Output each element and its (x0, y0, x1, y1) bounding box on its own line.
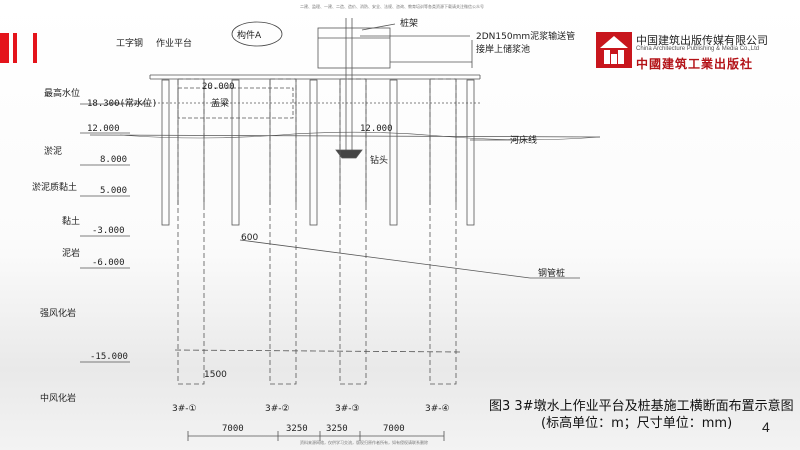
publisher-emblem-icon (596, 32, 632, 68)
publisher-name-en: China Architecture Publishing & Media Co… (636, 46, 760, 52)
steel-pipe-pile (466, 79, 475, 226)
pile-frame (317, 27, 391, 69)
pile-id: 3#-④ (425, 404, 450, 414)
label-i-beam: 工字钢 (116, 37, 143, 49)
riverbed-line (89, 134, 601, 138)
dimension-value: 3250 (286, 424, 308, 434)
elevation-value: 20.000 (202, 82, 235, 92)
pile-2 (269, 78, 297, 385)
accent-bar (13, 33, 17, 63)
label-component-a: 构件A (237, 29, 262, 41)
dimension-value: 7000 (222, 424, 244, 434)
steel-pipe-pile (231, 79, 240, 226)
steel-pipe-pile (161, 79, 170, 226)
pile-4 (429, 78, 457, 385)
pile-id: 3#-② (265, 404, 290, 414)
label-pile-frame: 桩架 (400, 17, 418, 29)
elevation-value: -15.000 (90, 352, 128, 362)
steel-pipe-pile (309, 79, 318, 226)
label-mud-pipe: 2DN150mm泥浆输送管 (476, 30, 575, 42)
label-riverbed: 河床线 (510, 134, 537, 146)
elevation-value: -6.000 (92, 258, 125, 268)
pile-1 (177, 78, 205, 385)
publisher-name-cn: 中国建筑出版传媒有限公司 (636, 34, 768, 47)
dimension-value: 7000 (383, 424, 405, 434)
pile-id: 3#-③ (335, 404, 360, 414)
publisher-logo: 中国建筑出版传媒有限公司 China Architecture Publishi… (596, 28, 796, 72)
label-top-beam: 盖梁 (211, 97, 229, 109)
label-platform: 作业平台 (156, 37, 192, 49)
pile-3 (339, 78, 367, 385)
label-dim-1500: 1500 (204, 370, 227, 380)
steel-pipe-pile (389, 79, 398, 226)
stratum-name: 淤泥质黏土 (32, 181, 77, 193)
stratum-name: 中风化岩 (40, 392, 76, 404)
figure-caption-units: (标高单位：m；尺寸单位：mm) (541, 416, 733, 431)
header-note: 二建、监理、一建、二造、造价、消防、安全、法规、咨询、教育培训等各类资源下载请关… (300, 4, 484, 9)
elevation-value: 18.300(常水位) (87, 97, 157, 109)
accent-bar (0, 33, 9, 63)
label-steel-pipe-pile: 钢管桩 (538, 267, 565, 279)
accent-bar (33, 33, 37, 63)
component-a-callout (231, 21, 283, 47)
elevation-value: 5.000 (100, 186, 127, 196)
stratum-name: 泥岩 (62, 247, 80, 259)
label-drill-bit: 钻头 (370, 154, 388, 166)
stratum-name: 最高水位 (44, 87, 80, 99)
dimension-value: 3250 (326, 424, 348, 434)
footer-note: 资料来源网络，仅供学习交流，版权归原作者所有，如有侵权请联系删除 (300, 440, 428, 445)
elevation-value: 12.000 (360, 124, 393, 134)
stratum-name: 强风化岩 (40, 307, 76, 319)
elevation-value: 12.000 (87, 124, 120, 134)
stratum-name: 淤泥 (44, 145, 62, 157)
publisher-calligraphy: 中國建筑工業出版社 (636, 57, 754, 71)
label-mud-pool: 接岸上储浆池 (476, 43, 530, 55)
elevation-value: 8.000 (100, 155, 127, 165)
top-beam-outline (177, 87, 294, 119)
page-number: 4 (762, 419, 770, 435)
pile-id: 3#-① (172, 404, 197, 414)
label-dim-600: 600 (241, 233, 258, 243)
stratum-name: 黏土 (62, 215, 80, 227)
figure-caption: 图3 3#墩水上作业平台及桩基施工横断面布置示意图 (489, 399, 794, 414)
elevation-value: -3.000 (92, 226, 125, 236)
